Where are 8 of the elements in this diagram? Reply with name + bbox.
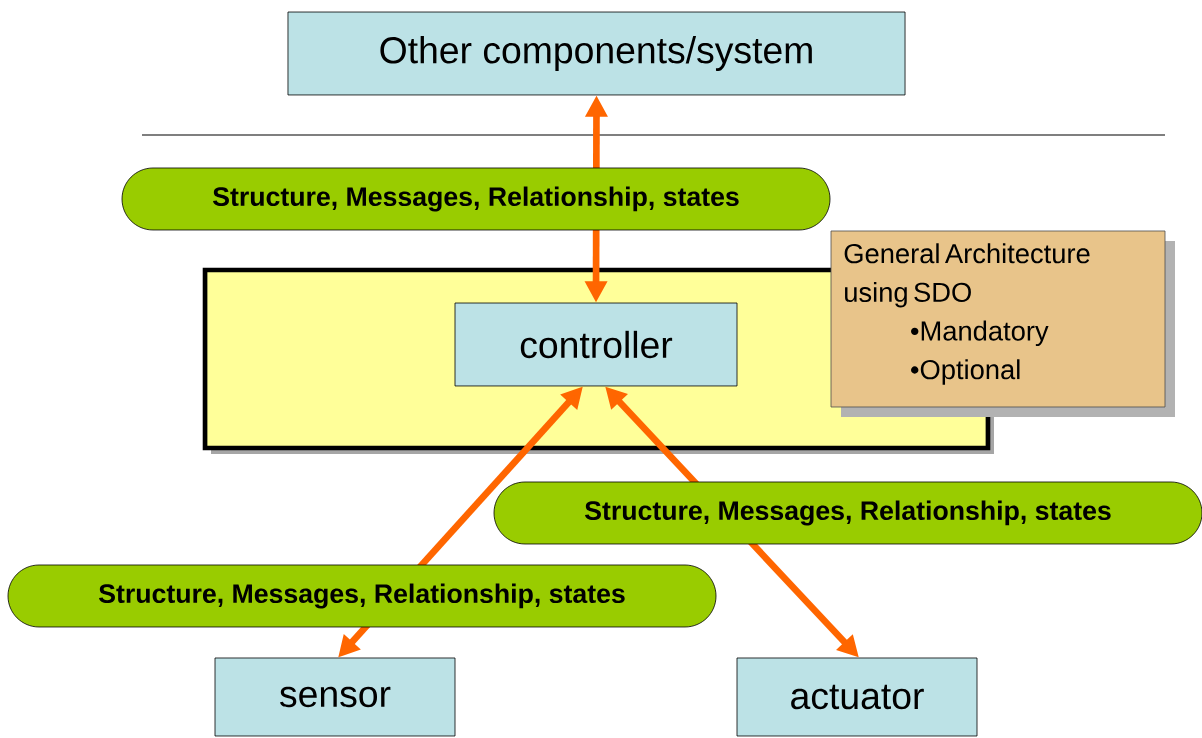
component-box: sensor [214, 657, 456, 737]
note-box: General Architecture using SDO •Mandatory •Optional [830, 230, 1175, 417]
component-box: controller [454, 302, 738, 387]
component-box: Other components/system [287, 11, 906, 96]
edge-label: Structure, Messages, Relationship, states [7, 564, 717, 628]
component-box: actuator [736, 657, 978, 737]
edge-label: Structure, Messages, Relationship, states [493, 481, 1202, 545]
edge-label: Structure, Messages, Relationship, states [121, 167, 831, 231]
